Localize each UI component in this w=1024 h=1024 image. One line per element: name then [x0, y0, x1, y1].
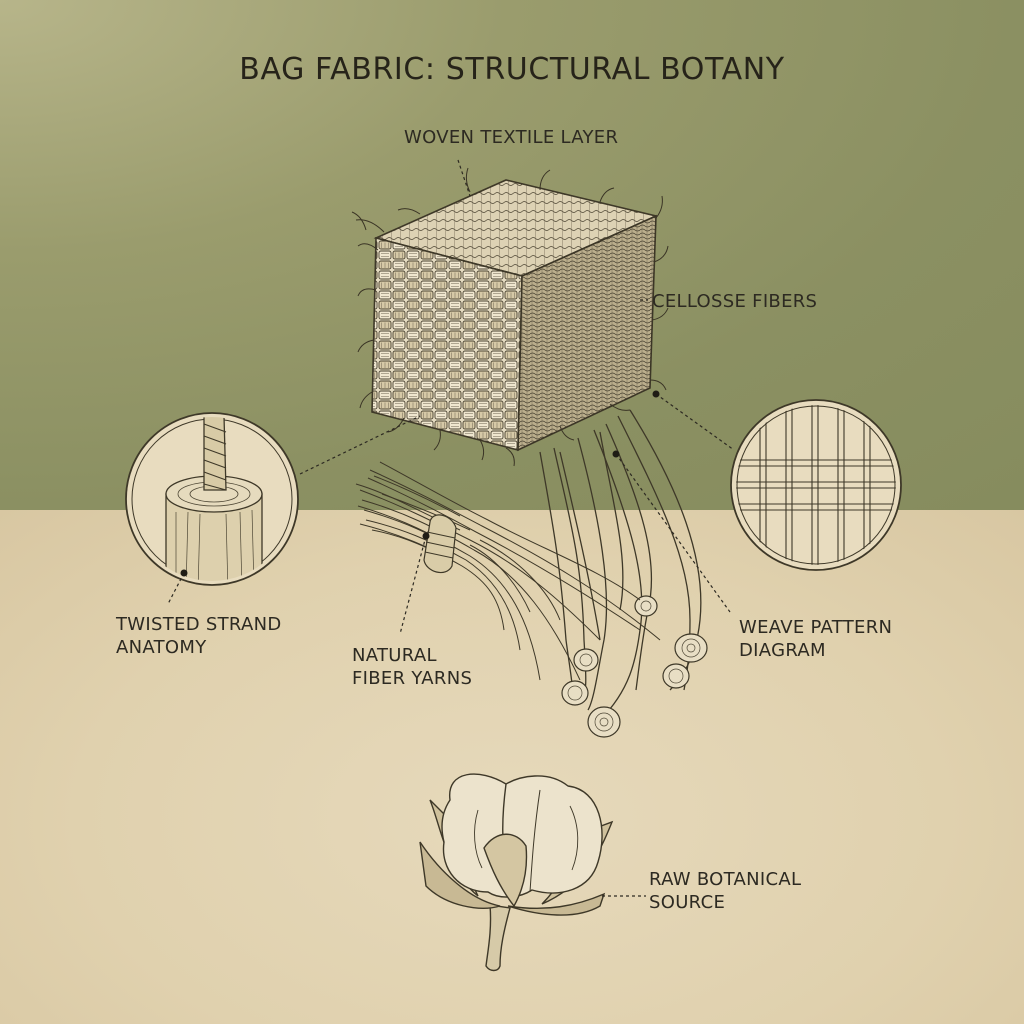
label-natural-fiber-line1: NATURAL [352, 645, 437, 666]
cellulose-fiber-strands [539, 409, 702, 721]
parchment-background [0, 510, 1024, 1024]
fiber-cross-sections [561, 595, 708, 738]
label-cellulose-fibers: CELLOSSE FIBERS [652, 291, 818, 312]
label-weave-pattern-line1: WEAVE PATTERN [739, 617, 893, 638]
weave-pattern-detail [730, 399, 902, 571]
label-raw-botanical-line1: RAW BOTANICAL [649, 869, 802, 890]
twisted-strand-detail [125, 412, 299, 586]
leader-lines [167, 159, 735, 897]
woven-cube [351, 167, 708, 738]
label-twisted-strand-line2: ANATOMY [116, 637, 207, 658]
label-twisted-strand-line1: TWISTED STRAND [116, 614, 282, 635]
label-natural-fiber-line2: FIBER YARNS [352, 668, 473, 689]
yarn-binding [423, 514, 457, 574]
label-woven-textile-layer: WOVEN TEXTILE LAYER [404, 127, 619, 148]
leader-dots [180, 390, 660, 577]
diagram-title: BAG FABRIC: STRUCTURAL BOTANY [239, 52, 785, 87]
cotton-boll [419, 773, 614, 972]
label-weave-pattern-line2: DIAGRAM [739, 640, 826, 661]
label-raw-botanical-line2: SOURCE [649, 892, 726, 913]
